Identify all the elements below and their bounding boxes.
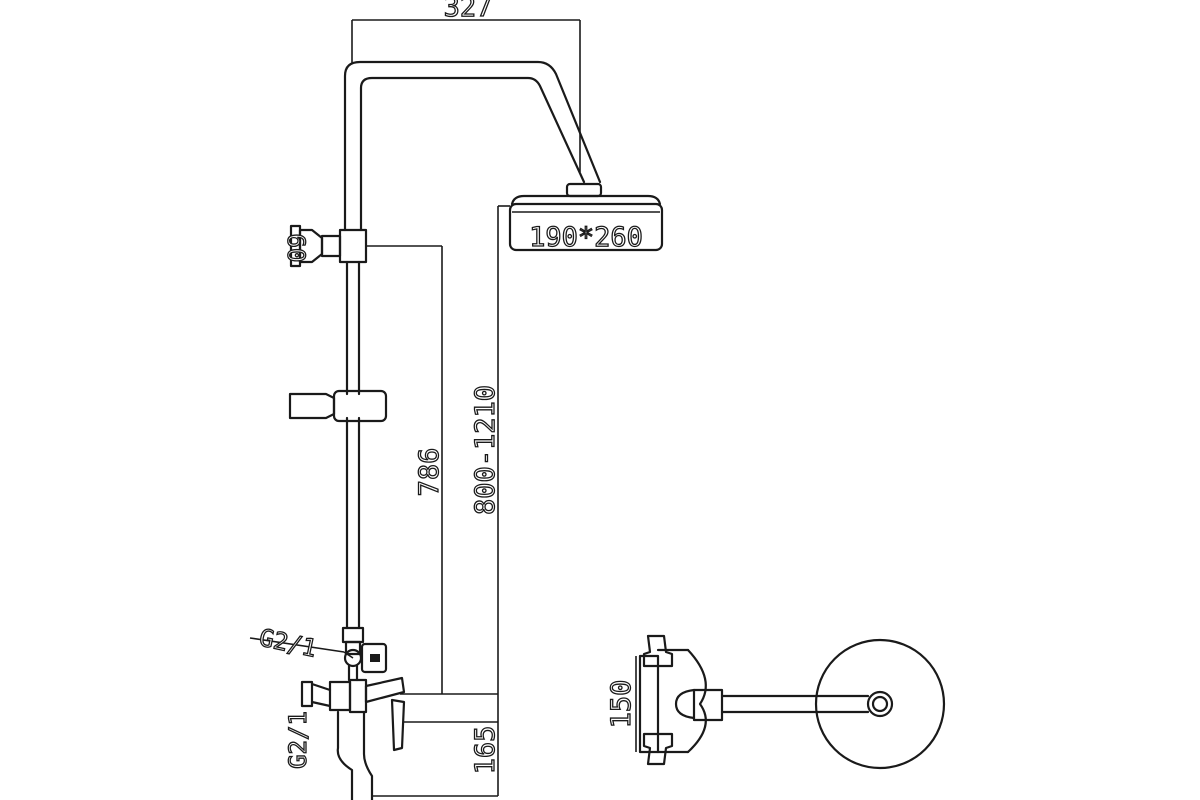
diverter-valve: G2/1 [249, 623, 388, 674]
top-view: 150 [605, 634, 946, 770]
mixer-body: G2/1 [283, 664, 406, 800]
outlet-thread-label: G2/1 [257, 623, 319, 662]
shower-arm-top-view [674, 688, 870, 722]
mixer-top-view [638, 634, 707, 766]
mixer-to-spout-label: 165 [470, 726, 501, 775]
wall-bracket-offset-label: 60 [282, 234, 310, 263]
riser-pipe [343, 60, 602, 630]
bracket-to-mixer-label: 786 [414, 448, 445, 497]
shower-head-size-label: 190*260 [529, 222, 643, 253]
dimension-overall-width: 327 [351, 0, 581, 172]
dimension-mixer-to-spout: 165 [372, 694, 502, 797]
adjustable-height-label: 800-1210 [470, 385, 501, 515]
inlet-spacing-label: 150 [606, 680, 637, 729]
dimension-bracket-to-mixer: 786 [400, 246, 498, 695]
shower-head: 190*260 [508, 182, 664, 254]
side-view: 327 190*260 800-1210 [249, 0, 664, 800]
overall-width-label: 327 [444, 0, 493, 23]
upper-wall-bracket: 60 [281, 224, 442, 268]
dimension-adjustable-height: 800-1210 [469, 205, 510, 694]
dimension-inlet-spacing: 150 [605, 656, 638, 752]
shower-head-top-view [814, 638, 946, 770]
inlet-thread-label: G2/1 [284, 711, 312, 769]
slide-holder [288, 389, 388, 423]
